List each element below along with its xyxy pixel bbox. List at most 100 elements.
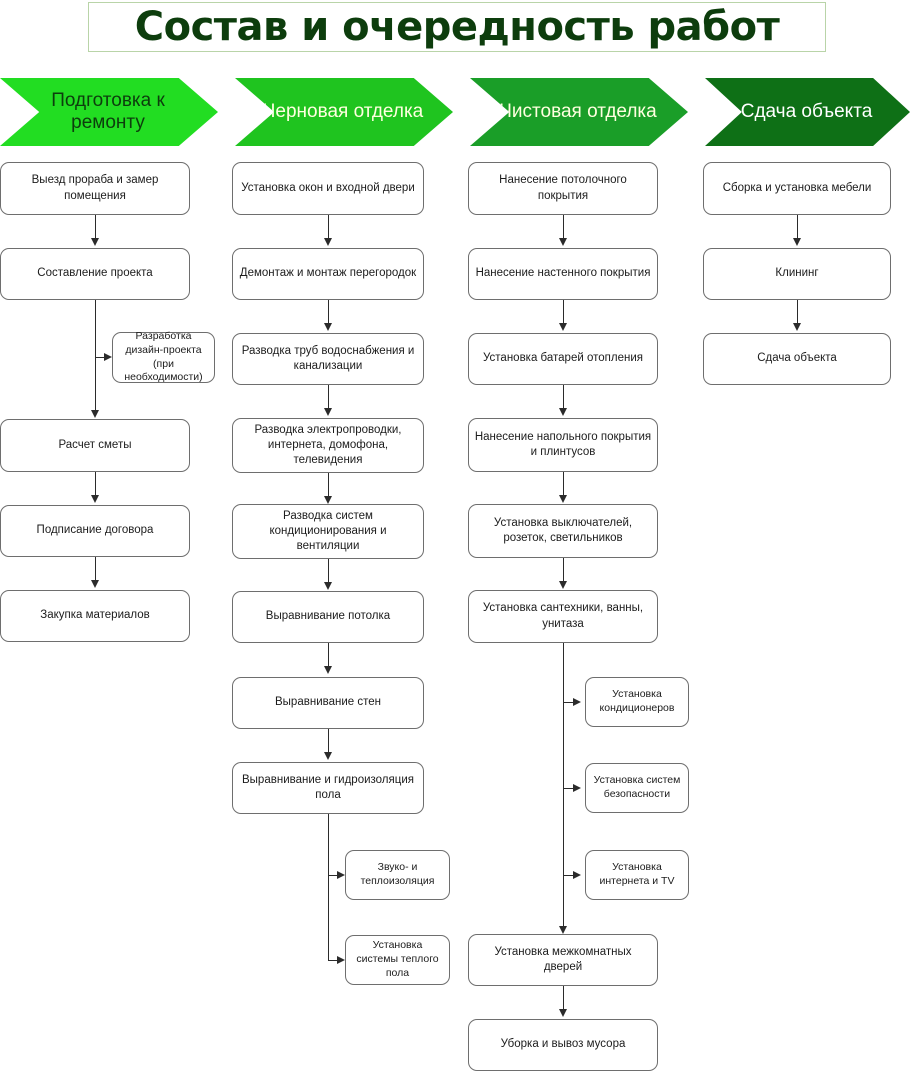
connector-c2-branch-spine bbox=[328, 814, 329, 961]
node-c3-branch-air-conditioners[interactable]: Установка кондиционеров bbox=[585, 677, 689, 727]
arrowhead-c3-3-4 bbox=[559, 495, 567, 503]
node-label: Выравнивание и гидроизоляция пола bbox=[242, 773, 414, 801]
node-c4-2[interactable]: Сдача объекта bbox=[703, 333, 891, 385]
arrowhead-c2-2-3 bbox=[324, 408, 332, 416]
connector-c1-3-4 bbox=[95, 557, 96, 582]
node-label: Клининг bbox=[775, 267, 819, 280]
arrowhead-c3-spine-to-doors bbox=[559, 926, 567, 934]
phase-banner-label: Сдача объекта bbox=[740, 100, 873, 122]
node-c3-0[interactable]: Нанесение потолочного покрытия bbox=[468, 162, 658, 215]
arrowhead-c1-branch-design bbox=[104, 353, 112, 361]
node-c3-2[interactable]: Установка батарей отопления bbox=[468, 333, 658, 385]
node-c2-branch-warm-floor[interactable]: Установка системы теплого пола bbox=[345, 935, 450, 985]
node-c3-7[interactable]: Уборка и вывоз мусора bbox=[468, 1019, 658, 1071]
connector-c3-0-1 bbox=[563, 215, 564, 240]
page-title: Состав и очередность работ bbox=[134, 4, 780, 50]
node-label: Составление проекта bbox=[37, 267, 153, 280]
node-label: Демонтаж и монтаж перегородок bbox=[239, 267, 417, 280]
node-c1-4[interactable]: Закупка материалов bbox=[0, 590, 190, 642]
node-label: Закупка материалов bbox=[40, 609, 150, 622]
node-label: Расчет сметы bbox=[58, 438, 132, 451]
connector-c4-1-2 bbox=[797, 300, 798, 325]
node-c2-0[interactable]: Установка окон и входной двери bbox=[232, 162, 424, 215]
arrowhead-c2-0-1 bbox=[324, 238, 332, 246]
node-c3-1[interactable]: Нанесение настенного покрытия bbox=[468, 248, 658, 300]
node-c1-0[interactable]: Выезд прораба и замер помещения bbox=[0, 162, 190, 215]
node-c3-branch-internet-tv[interactable]: Установка интернета и TV bbox=[585, 850, 689, 900]
node-label: Установка сантехники, ванны, унитаза bbox=[482, 602, 644, 630]
node-c3-4[interactable]: Установка выключателей, розеток, светиль… bbox=[468, 504, 658, 558]
node-c1-2[interactable]: Расчет сметы bbox=[0, 419, 190, 472]
node-label: Нанесение напольного покрытия и плинтусо… bbox=[474, 430, 652, 458]
connector-c1-0-1 bbox=[95, 215, 96, 240]
node-c2-7[interactable]: Выравнивание и гидроизоляция пола bbox=[232, 762, 424, 814]
node-label: Установка систем безопасности bbox=[593, 774, 681, 800]
connector-c2-branch-warmfloor bbox=[328, 960, 340, 961]
node-label: Подписание договора bbox=[36, 524, 154, 537]
connector-c3-3-4 bbox=[563, 472, 564, 497]
phase-banner-handover[interactable]: Сдача объекта bbox=[705, 78, 910, 146]
node-c4-0[interactable]: Сборка и установка мебели bbox=[703, 162, 891, 215]
node-label: Установка батарей отопления bbox=[483, 352, 643, 365]
phase-banner-preparation[interactable]: Подготовка к ремонту bbox=[0, 78, 218, 146]
node-c3-6[interactable]: Установка межкомнатных дверей bbox=[468, 934, 658, 986]
connector-c3-branch-security bbox=[563, 788, 576, 789]
node-c3-5[interactable]: Установка сантехники, ванны, унитаза bbox=[468, 590, 658, 643]
arrowhead-c2-5-6 bbox=[324, 666, 332, 674]
arrowhead-c1-1-2 bbox=[91, 410, 99, 418]
connector-c2-6-7 bbox=[328, 729, 329, 754]
connector-c1-1-2 bbox=[95, 300, 96, 412]
node-c1-3[interactable]: Подписание договора bbox=[0, 505, 190, 557]
arrowhead-c4-1-2 bbox=[793, 323, 801, 331]
node-label: Установка кондиционеров bbox=[599, 688, 675, 714]
phase-banner-label: Подготовка к ремонту bbox=[51, 89, 165, 133]
connector-c1-branch-design bbox=[95, 357, 107, 358]
node-label: Нанесение настенного покрытия bbox=[475, 267, 651, 280]
node-label: Выезд прораба и замер помещения bbox=[31, 174, 159, 202]
node-c2-1[interactable]: Демонтаж и монтаж перегородок bbox=[232, 248, 424, 300]
connector-c2-branch-sound bbox=[328, 875, 340, 876]
node-c1-branch-design-project[interactable]: Разработка дизайн-проекта (при необходим… bbox=[112, 330, 215, 383]
node-c3-branch-security-systems[interactable]: Установка систем безопасности bbox=[585, 763, 689, 813]
arrowhead-c3-0-1 bbox=[559, 238, 567, 246]
node-c2-3[interactable]: Разводка электропроводки, интернета, дом… bbox=[232, 418, 424, 473]
connector-c3-branch-ac bbox=[563, 702, 576, 703]
arrowhead-c3-branch-internet bbox=[573, 871, 581, 879]
node-label: Выравнивание потолка bbox=[265, 610, 391, 623]
node-label: Разводка электропроводки, интернета, дом… bbox=[254, 423, 402, 467]
node-c2-4[interactable]: Разводка систем кондиционирования и вент… bbox=[232, 504, 424, 559]
connector-c2-1-2 bbox=[328, 300, 329, 325]
node-c2-branch-sound-heat-insulation[interactable]: Звуко- и теплоизоляция bbox=[345, 850, 450, 900]
arrowhead-c4-0-1 bbox=[793, 238, 801, 246]
arrowhead-c1-3-4 bbox=[91, 580, 99, 588]
node-label: Разводка систем кондиционирования и вент… bbox=[269, 509, 387, 553]
connector-c1-2-3 bbox=[95, 472, 96, 497]
arrowhead-c2-branch-warmfloor bbox=[337, 956, 345, 964]
node-c2-2[interactable]: Разводка труб водоснабжения и канализаци… bbox=[232, 333, 424, 385]
connector-c3-6-7 bbox=[563, 986, 564, 1011]
node-c4-1[interactable]: Клининг bbox=[703, 248, 891, 300]
node-c2-6[interactable]: Выравнивание стен bbox=[232, 677, 424, 729]
phase-banner-rough-finishing[interactable]: Черновая отделка bbox=[235, 78, 453, 146]
connector-c2-0-1 bbox=[328, 215, 329, 240]
node-c1-1[interactable]: Составление проекта bbox=[0, 248, 190, 300]
node-c2-5[interactable]: Выравнивание потолка bbox=[232, 591, 424, 643]
arrowhead-c3-2-3 bbox=[559, 408, 567, 416]
arrowhead-c3-branch-ac bbox=[573, 698, 581, 706]
node-c3-3[interactable]: Нанесение напольного покрытия и плинтусо… bbox=[468, 418, 658, 472]
connector-c3-4-5 bbox=[563, 558, 564, 583]
connector-c3-2-3 bbox=[563, 385, 564, 410]
node-label: Нанесение потолочного покрытия bbox=[499, 174, 627, 202]
phase-banner-label: Черновая отделка bbox=[262, 100, 424, 122]
arrowhead-c3-branch-security bbox=[573, 784, 581, 792]
connector-c2-5-6 bbox=[328, 643, 329, 668]
connector-c3-branch-internet bbox=[563, 875, 576, 876]
arrowhead-c2-branch-sound bbox=[337, 871, 345, 879]
connector-c4-0-1 bbox=[797, 215, 798, 240]
connector-c2-4-5 bbox=[328, 559, 329, 584]
connector-c3-branch-spine bbox=[563, 643, 564, 928]
arrowhead-c1-2-3 bbox=[91, 495, 99, 503]
connector-c3-1-2 bbox=[563, 300, 564, 325]
phase-banner-fine-finishing[interactable]: Чистовая отделка bbox=[470, 78, 688, 146]
